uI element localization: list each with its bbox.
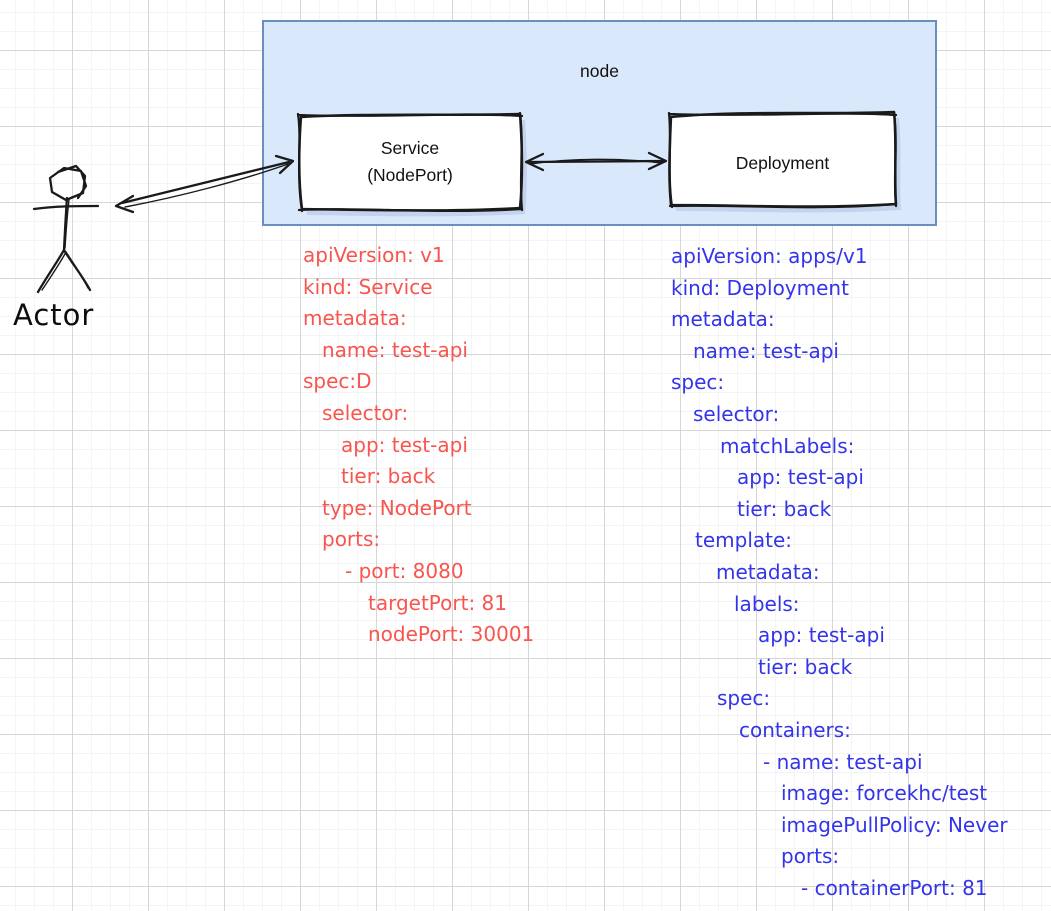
yaml-line: template: xyxy=(695,528,793,553)
deployment-yaml-block: apiVersion: apps/v1 kind: Deployment metad… xyxy=(671,241,1008,904)
yaml-line: - name: test-api xyxy=(763,749,923,774)
service-box-label: Service (NodePort) xyxy=(297,135,523,189)
deployment-box-shape xyxy=(667,110,901,213)
actor-figure xyxy=(32,164,100,294)
yaml-line: kind: Deployment xyxy=(671,275,849,300)
yaml-line: app: test-api xyxy=(341,432,468,457)
yaml-line: nodePort: 30001 xyxy=(368,622,535,647)
actor-label: Actor xyxy=(13,298,95,332)
yaml-line: matchLabels: xyxy=(720,433,855,458)
yaml-line: metadata: xyxy=(671,307,775,332)
yaml-line: metadata: xyxy=(716,559,820,584)
yaml-line: spec: xyxy=(671,370,725,395)
yaml-line: spec:D xyxy=(303,369,372,394)
yaml-line: type: NodePort xyxy=(322,495,472,520)
yaml-line: app: test-api xyxy=(758,623,885,648)
yaml-line: selector: xyxy=(693,401,780,426)
yaml-line: tier: back xyxy=(737,496,832,521)
node-label: node xyxy=(580,61,619,81)
service-box-label-line1: Service xyxy=(380,138,440,158)
yaml-line: - containerPort: 81 xyxy=(801,875,988,900)
yaml-line: name: test-api xyxy=(693,338,839,363)
yaml-line: - port: 8080 xyxy=(345,558,464,583)
deployment-box-label: Deployment xyxy=(735,153,830,173)
yaml-line: ports: xyxy=(322,527,381,552)
yaml-line: apiVersion: v1 xyxy=(303,243,445,267)
yaml-line: targetPort: 81 xyxy=(368,590,508,615)
yaml-line: tier: back xyxy=(341,464,436,489)
yaml-line: containers: xyxy=(739,717,851,742)
service-yaml-block: apiVersion: v1 kind: Service metadata: name… xyxy=(303,240,534,651)
actor-service-arrow xyxy=(114,154,295,214)
yaml-line: app: test-api xyxy=(737,465,864,490)
yaml-line: apiVersion: apps/v1 xyxy=(671,244,868,268)
yaml-line: image: forcekhc/test xyxy=(781,781,988,806)
service-box-label-line2: (NodePort) xyxy=(367,165,453,185)
yaml-line: metadata: xyxy=(303,306,407,331)
yaml-line: imagePullPolicy: Never xyxy=(781,812,1008,837)
yaml-line: name: test-api xyxy=(322,337,468,362)
service-box-shape xyxy=(296,111,527,217)
yaml-line: spec: xyxy=(717,686,771,711)
yaml-line: labels: xyxy=(734,591,800,616)
yaml-line: selector: xyxy=(322,400,409,425)
yaml-line: kind: Service xyxy=(303,274,433,299)
yaml-line: ports: xyxy=(781,844,840,869)
yaml-line: tier: back xyxy=(758,654,853,679)
service-deployment-arrow xyxy=(524,151,668,172)
